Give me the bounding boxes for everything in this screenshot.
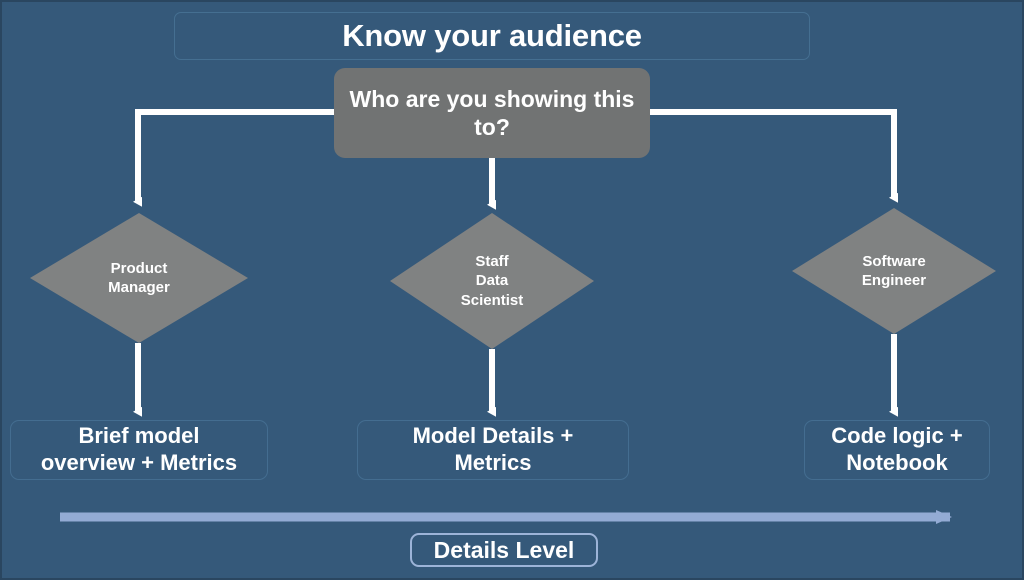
decision-node-software-engineer: Software Engineer xyxy=(792,208,996,334)
page-title: Know your audience xyxy=(342,18,642,53)
decision-node-label: Staff Data Scientist xyxy=(460,252,524,309)
outcome-label: Brief model overview + Metrics xyxy=(40,423,238,475)
root-question-node: Who are you showing this to? xyxy=(334,68,650,158)
details-level-label: Details Level xyxy=(433,536,575,563)
outcome-label: Code logic + Notebook xyxy=(831,423,963,475)
decision-node-label: Product Manager xyxy=(108,259,170,297)
details-level-caption-box: Details Level xyxy=(410,533,598,567)
page-title-box: Know your audience xyxy=(174,12,810,60)
decision-node-staff-data-scientist: Staff Data Scientist xyxy=(390,213,594,349)
outcome-label: Model Details + Metrics xyxy=(412,423,574,475)
decision-node-product-manager: Product Manager xyxy=(30,213,248,343)
connector-root-to-product-manager xyxy=(133,109,334,207)
outcome-box-product-manager: Brief model overview + Metrics xyxy=(10,420,268,480)
root-question-label: Who are you showing this to? xyxy=(349,85,635,140)
decision-node-label: Software Engineer xyxy=(861,252,927,290)
outcome-box-software-engineer: Code logic + Notebook xyxy=(804,420,990,480)
connector-root-to-software-engineer xyxy=(650,109,898,203)
outcome-box-staff-data-scientist: Model Details + Metrics xyxy=(357,420,629,480)
